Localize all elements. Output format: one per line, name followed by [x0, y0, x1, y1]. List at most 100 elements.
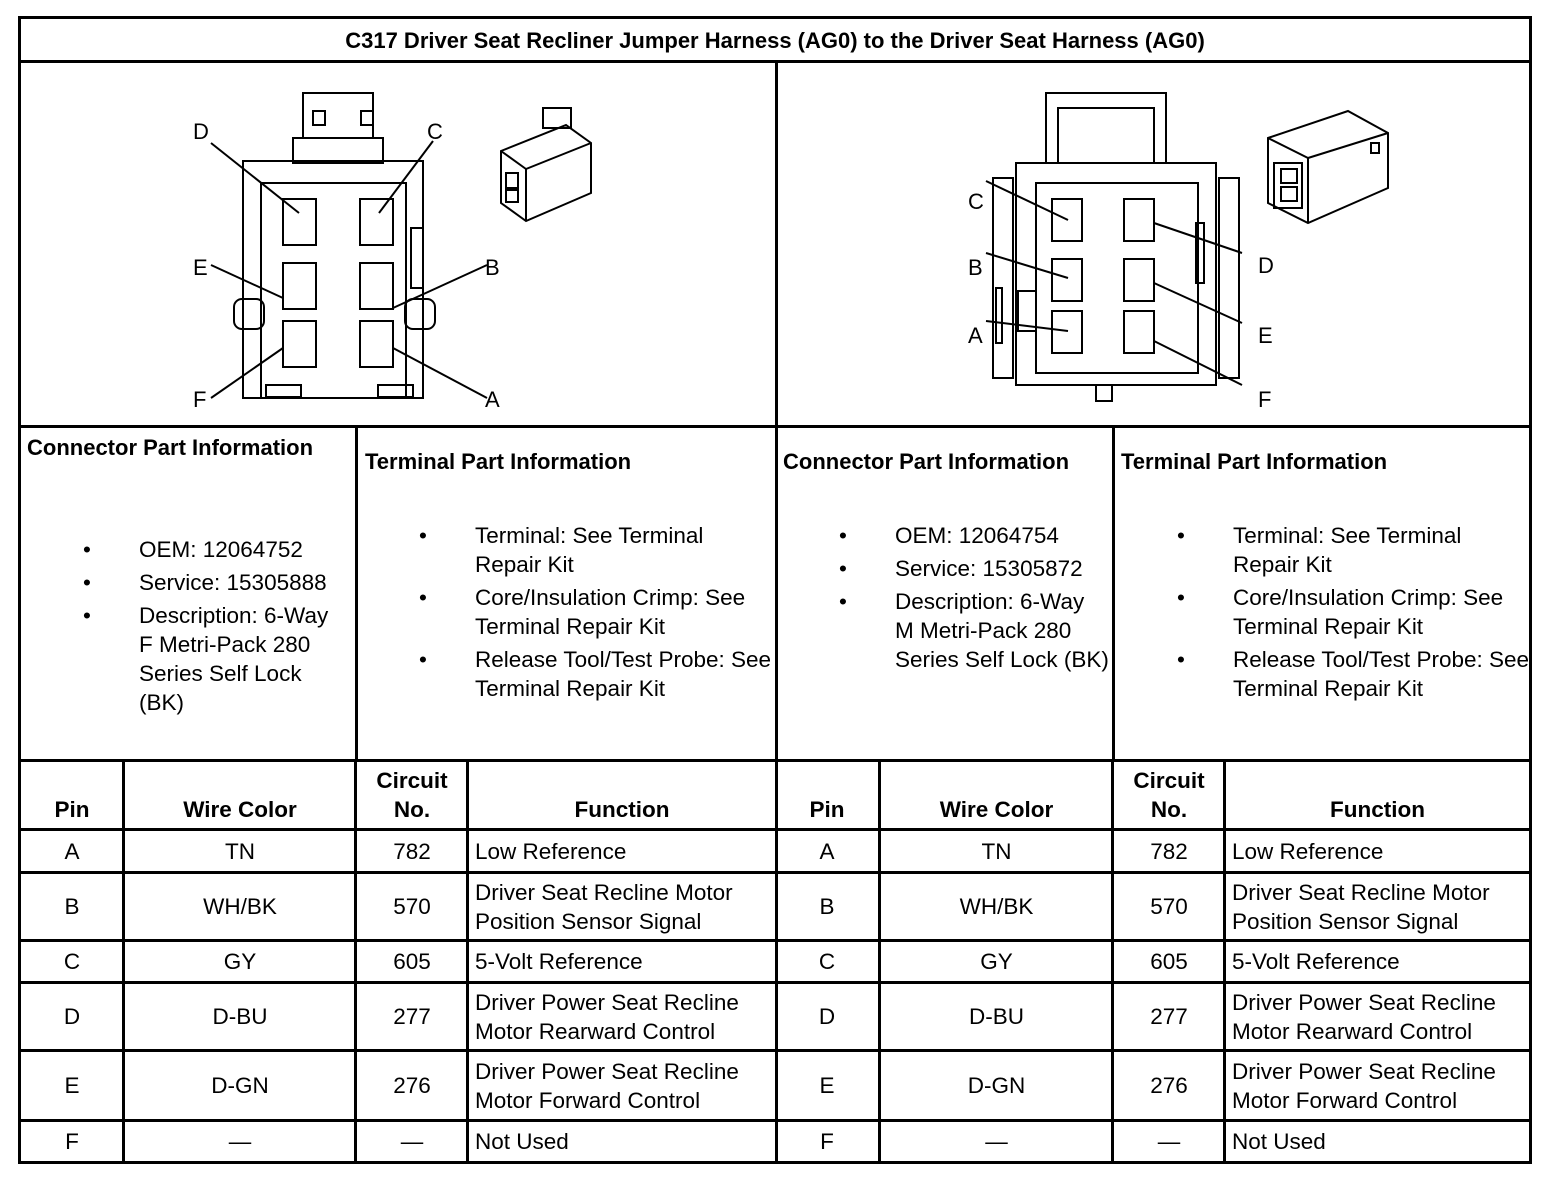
- function-header: Function: [574, 797, 670, 822]
- list-item: •OEM: 12064754: [839, 523, 1059, 548]
- circuit-cell: 605: [393, 949, 431, 974]
- list-item: •OEM: 12064752: [83, 537, 303, 562]
- pin-label: C: [968, 189, 984, 214]
- pin-header: Pin: [54, 797, 90, 822]
- terminal-info-heading: Terminal Part Information: [365, 449, 632, 474]
- list-item: •Service: 15305888: [83, 570, 327, 595]
- function-cell: Driver Power Seat Recline Motor Forward …: [475, 1058, 739, 1113]
- function-header: Function: [1330, 797, 1425, 822]
- list-item: •Terminal: See Terminal Repair Kit: [1177, 523, 1462, 577]
- table-rule: [878, 762, 881, 1161]
- circuit-cell: 277: [393, 1004, 431, 1029]
- function-cell: 5-Volt Reference: [1232, 949, 1400, 974]
- circuit-cell: 277: [1150, 1004, 1188, 1029]
- list-item: •Terminal: See Terminal Repair Kit: [419, 523, 704, 577]
- function-cell: Not Used: [475, 1128, 569, 1154]
- wire-color-cell: TN: [981, 838, 1012, 864]
- pin-cell: F: [820, 1128, 834, 1154]
- pin-label: F: [193, 387, 206, 412]
- function-cell: Low Reference: [475, 838, 627, 864]
- female-connector-diagram: D C E B F A: [193, 92, 592, 412]
- circuit-cell: —: [1157, 1128, 1181, 1154]
- circuit-cell: —: [400, 1128, 424, 1154]
- function-cell: Driver Power Seat Recline Motor Rearward…: [1232, 989, 1496, 1044]
- list-item: •Core/Insulation Crimp: See Terminal Rep…: [419, 585, 746, 639]
- list-item: •Description: 6-Way F Metri-Pack 280 Ser…: [83, 603, 329, 715]
- male-connector-diagram: C D B E A F: [968, 92, 1389, 412]
- pin-cell: D: [63, 1004, 81, 1029]
- circuit-cell: 605: [1150, 949, 1188, 974]
- circuit-cell: 570: [1150, 894, 1188, 919]
- divider: [355, 425, 358, 762]
- list-item: •Release Tool/Test Probe: See Terminal R…: [1177, 647, 1530, 701]
- list-item: •Core/Insulation Crimp: See Terminal Rep…: [1177, 585, 1504, 639]
- table-rule: [21, 939, 1529, 942]
- table-rule: [21, 981, 1529, 984]
- circuit-cell: 276: [393, 1073, 431, 1098]
- function-cell: 5-Volt Reference: [475, 949, 643, 974]
- pin-cell: B: [64, 894, 80, 919]
- pin-label: C: [427, 119, 443, 144]
- table-rule: [466, 762, 469, 1161]
- pin-label: D: [193, 119, 209, 144]
- connector-info-heading: Connector Part Information: [783, 449, 1070, 474]
- pin-label: E: [1258, 323, 1273, 348]
- table-rule: [21, 828, 1529, 831]
- wire-color-cell: D-BU: [969, 1004, 1024, 1029]
- terminal-info-list: •Terminal: See Terminal Repair Kit •Core…: [413, 521, 773, 707]
- pin-cell: D: [818, 1004, 836, 1029]
- wire-color-cell: WH/BK: [959, 894, 1034, 919]
- pinout-sheet: C317 Driver Seat Recliner Jumper Harness…: [18, 16, 1532, 1164]
- list-item: •Release Tool/Test Probe: See Terminal R…: [419, 647, 772, 701]
- circuit-cell: 276: [1150, 1073, 1188, 1098]
- table-rule: [1111, 762, 1114, 1161]
- pin-label: B: [968, 255, 983, 280]
- table-rule: [21, 871, 1529, 874]
- table-rule: [122, 762, 125, 1161]
- pin-cell: C: [818, 949, 836, 974]
- list-item: •Service: 15305872: [839, 556, 1083, 581]
- wire-color-cell: D-BU: [212, 1004, 268, 1029]
- pin-cell: B: [819, 894, 835, 919]
- connector-info-heading: Connector Part Information: [27, 435, 314, 460]
- circuit-header: Circuit No.: [376, 768, 448, 822]
- function-cell: Driver Seat Recline Motor Position Senso…: [475, 879, 733, 934]
- wire-color-cell: GY: [980, 949, 1013, 974]
- wire-color-cell: —: [228, 1128, 252, 1154]
- connector-info-list: •OEM: 12064752 •Service: 15305888 •Descr…: [77, 535, 347, 721]
- wire-color-cell: WH/BK: [203, 894, 277, 919]
- page-title: C317 Driver Seat Recliner Jumper Harness…: [345, 28, 1205, 53]
- function-cell: Driver Power Seat Recline Motor Rearward…: [475, 989, 739, 1044]
- divider: [775, 60, 778, 1161]
- circuit-header: Circuit No.: [1133, 768, 1205, 822]
- pin-cell: A: [64, 838, 80, 864]
- terminal-info-heading: Terminal Part Information: [1121, 449, 1388, 474]
- table-rule: [21, 1119, 1529, 1122]
- divider: [1112, 425, 1115, 762]
- table-rule: [21, 1049, 1529, 1052]
- wire-color-cell: TN: [225, 838, 255, 864]
- pin-label: D: [1258, 253, 1274, 278]
- circuit-cell: 782: [393, 838, 431, 864]
- wire-color-header: Wire Color: [183, 797, 297, 822]
- wire-color-cell: —: [985, 1128, 1008, 1154]
- function-cell: Driver Power Seat Recline Motor Forward …: [1232, 1058, 1496, 1113]
- pin-label: F: [1258, 387, 1271, 412]
- function-cell: Not Used: [1232, 1128, 1326, 1154]
- pin-cell: C: [63, 949, 81, 974]
- terminal-info-list: •Terminal: See Terminal Repair Kit •Core…: [1171, 521, 1531, 707]
- pin-cell: A: [819, 838, 835, 864]
- pin-cell: E: [819, 1073, 835, 1098]
- pin-cell: E: [64, 1073, 80, 1098]
- connector-info-list: •OEM: 12064754 •Service: 15305872 •Descr…: [833, 521, 1109, 678]
- list-item: •Description: 6-Way M Metri-Pack 280 Ser…: [839, 589, 1109, 672]
- table-rule: [354, 762, 357, 1161]
- pin-label: B: [485, 255, 500, 280]
- circuit-cell: 570: [393, 894, 431, 919]
- wire-color-header: Wire Color: [939, 797, 1054, 822]
- pin-label: A: [485, 387, 500, 412]
- pin-header: Pin: [809, 797, 845, 822]
- circuit-cell: 782: [1150, 838, 1188, 864]
- pin-label: E: [193, 255, 208, 280]
